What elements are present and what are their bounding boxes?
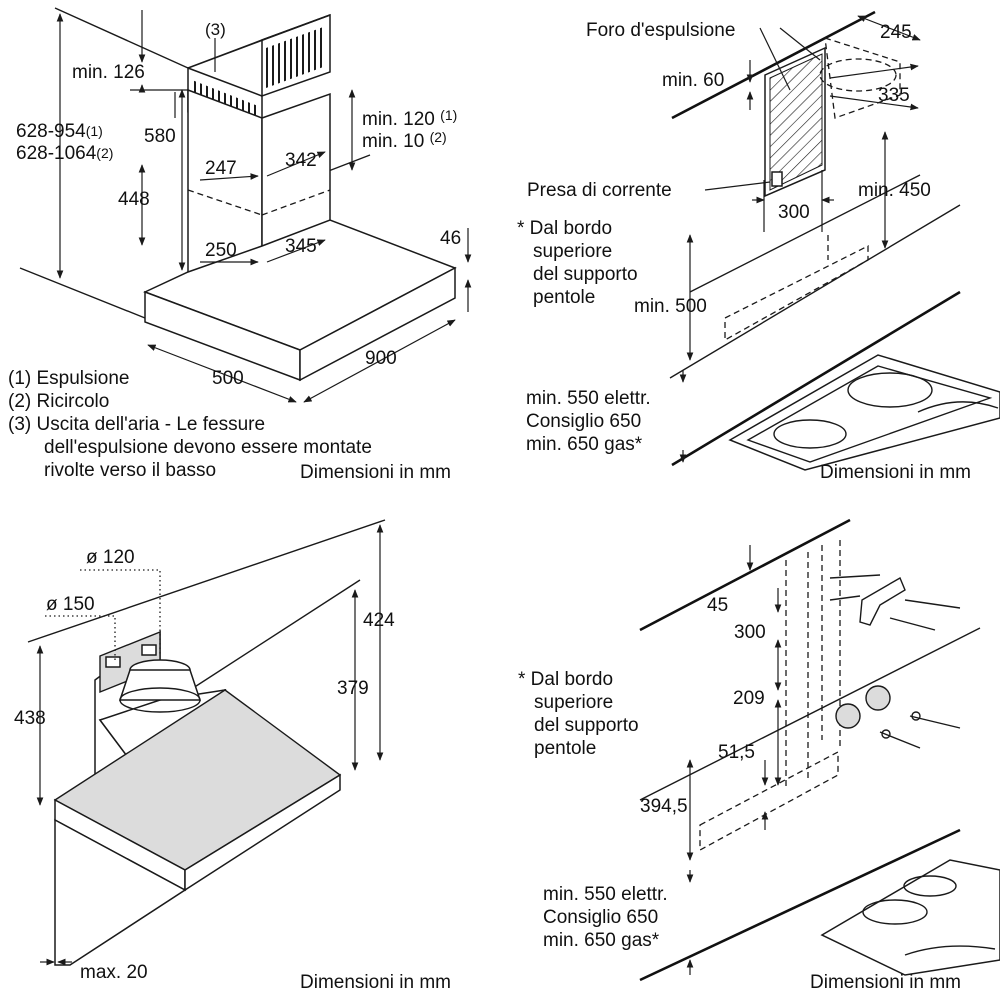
- legend-line-2: (2) Ricircolo: [8, 391, 110, 412]
- dim-900: 900: [365, 348, 397, 369]
- dim-335: 335: [878, 85, 910, 106]
- dim-500: 500: [212, 368, 244, 389]
- note-bottom-line-1: * Dal bordo: [518, 669, 614, 690]
- dim-247: 247: [205, 158, 237, 179]
- note-top-line-1: * Dal bordo: [517, 218, 613, 239]
- note-top-line-2: superiore: [533, 241, 613, 262]
- legend-line-3: (3) Uscita dell'aria - Le fessure: [8, 414, 266, 435]
- dim-max-20: max. 20: [80, 962, 148, 983]
- clearance-top-line-3: min. 650 gas*: [526, 434, 643, 455]
- dim-min-120: min. 120 (1): [362, 107, 458, 130]
- note-bottom-line-2: superiore: [534, 692, 614, 713]
- dim-438: 438: [14, 708, 46, 729]
- dim-diameter-120: ø 120: [86, 547, 135, 568]
- units-label-top-right: Dimensioni in mm: [820, 462, 971, 483]
- dim-51-5: 51,5: [718, 742, 755, 763]
- dim-379: 379: [337, 678, 369, 699]
- dim-min-450: min. 450: [858, 180, 931, 201]
- dim-46: 46: [440, 228, 462, 249]
- dim-min-126: min. 126: [72, 62, 145, 83]
- dim-250: 250: [205, 240, 237, 261]
- hood-side-view: [27, 519, 386, 966]
- dim-diameter-150: ø 150: [46, 594, 95, 615]
- mounting-hardware-view: [639, 518, 1000, 982]
- exhaust-hole-label: Foro d'espulsione: [586, 20, 736, 41]
- units-label-bottom-right: Dimensioni in mm: [810, 972, 961, 993]
- dim-424: 424: [363, 610, 395, 631]
- note-bottom-line-3: del supporto: [534, 715, 639, 736]
- note-top-line-3: del supporto: [533, 264, 638, 285]
- legend-line-5: rivolte verso il basso: [44, 460, 217, 481]
- note-top-line-4: pentole: [533, 287, 596, 308]
- units-label-top-left: Dimensioni in mm: [300, 462, 451, 483]
- dim-min-60: min. 60: [662, 70, 725, 91]
- dim-min-10: min. 10 (2): [362, 129, 447, 152]
- dim-300-top: 300: [778, 202, 810, 223]
- wall-layout-view: [669, 10, 1000, 471]
- dim-580: 580: [144, 126, 176, 147]
- dim-345: 345: [285, 236, 317, 257]
- clearance-top-line-1: min. 550 elettr.: [526, 388, 651, 409]
- units-label-bottom-left: Dimensioni in mm: [300, 972, 451, 993]
- dim-245: 245: [880, 22, 912, 43]
- legend-line-4: dell'espulsione devono essere montate: [44, 437, 372, 458]
- clearance-bottom-line-3: min. 650 gas*: [543, 930, 660, 951]
- clearance-bottom-line-1: min. 550 elettr.: [543, 884, 668, 905]
- dim-209: 209: [733, 688, 765, 709]
- dim-300-bottom: 300: [734, 622, 766, 643]
- dim-394-5: 394,5: [640, 796, 688, 817]
- socket-label: Presa di corrente: [527, 180, 672, 201]
- dim-448: 448: [118, 189, 150, 210]
- hood-front-view: [19, 7, 472, 403]
- vent-callout: (3): [205, 20, 226, 39]
- clearance-top-line-2: Consiglio 650: [526, 411, 642, 432]
- dim-height-recirc: 628-1064(2): [16, 143, 114, 164]
- dim-height-exhaust: 628-954(1): [16, 121, 103, 142]
- dim-45: 45: [707, 595, 729, 616]
- legend-line-1: (1) Espulsione: [8, 368, 130, 389]
- clearance-bottom-line-2: Consiglio 650: [543, 907, 659, 928]
- note-bottom-line-4: pentole: [534, 738, 597, 759]
- dim-min-500: min. 500: [634, 296, 707, 317]
- dim-342: 342: [285, 150, 317, 171]
